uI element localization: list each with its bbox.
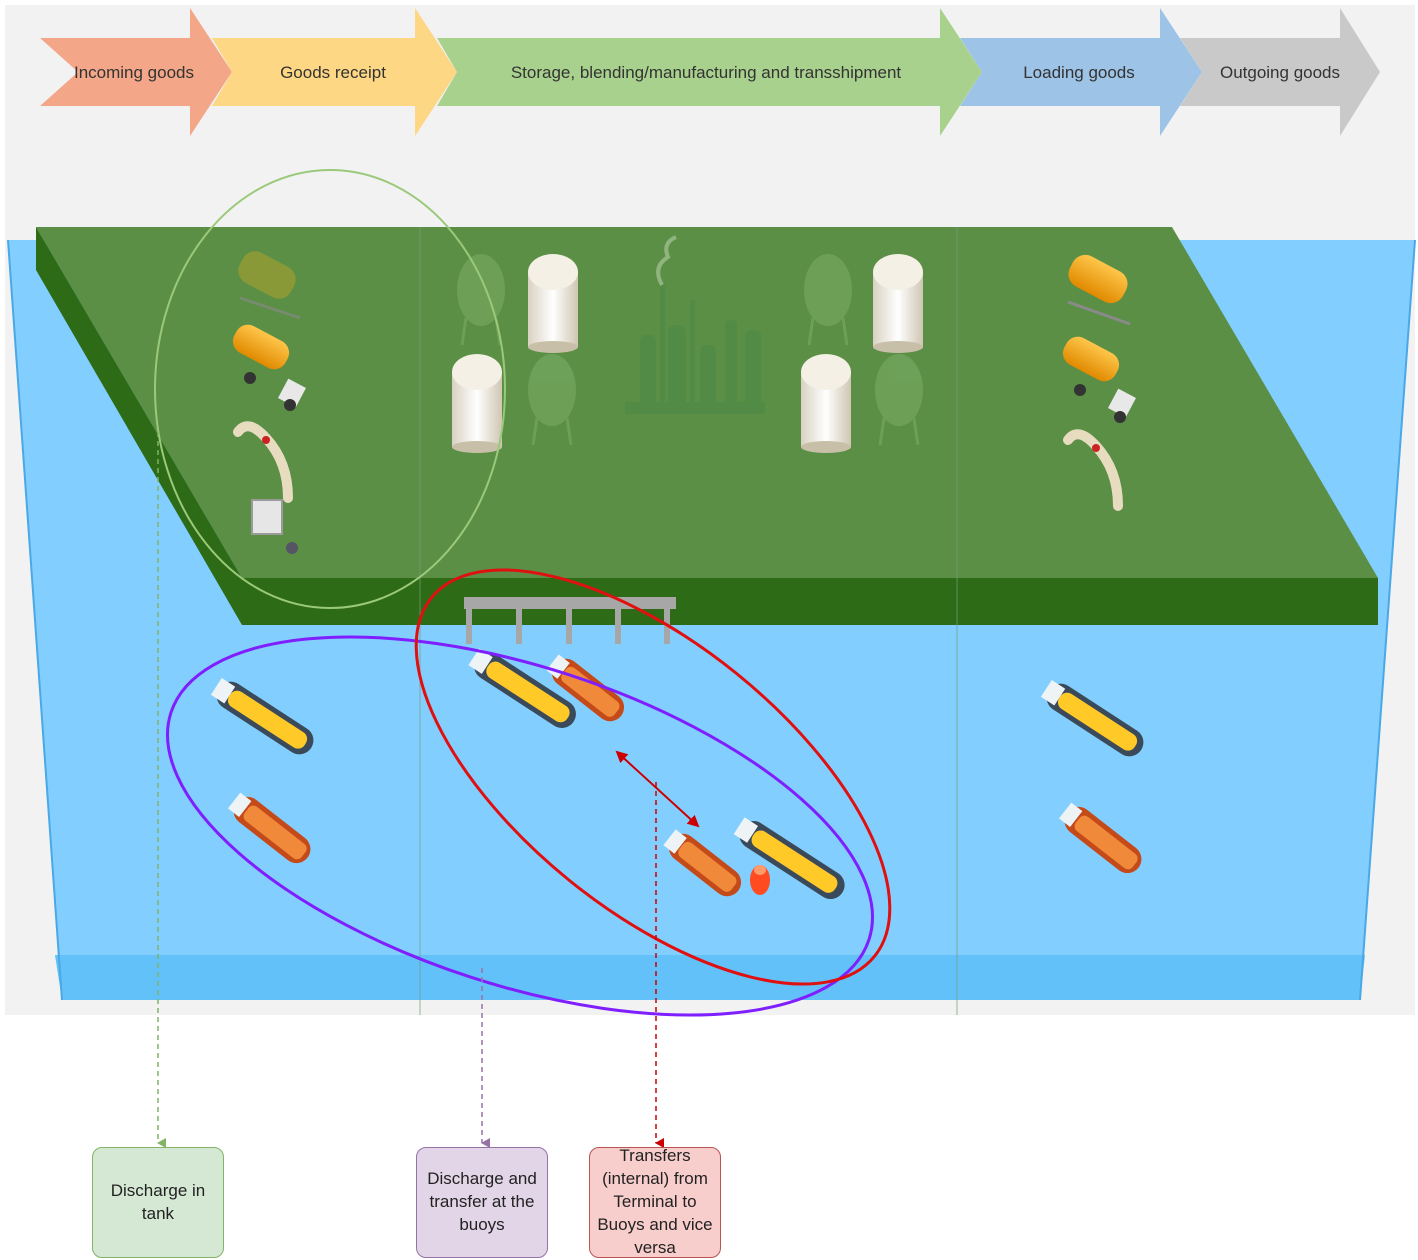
pipeline-icon (233, 421, 293, 503)
chevron-incoming-goods (40, 8, 232, 136)
ibc-container-icon (251, 499, 298, 554)
sphere-tank-icon (528, 354, 576, 446)
callout-discharge-transfer-buoys: Discharge and transfer at the buoys (416, 1147, 548, 1258)
chevron-label-storage: Storage, blending/manufacturing and tran… (511, 63, 902, 82)
chevron-outgoing-goods (1180, 8, 1380, 136)
chevron-label-incoming-goods: Incoming goods (74, 63, 194, 82)
tanker-ship-icon (468, 648, 576, 728)
chemical-tanker-icon (663, 829, 742, 897)
transfer-highlight-ellipse (414, 568, 892, 986)
callout-discharge-in-tank: Discharge in tank (92, 1147, 224, 1258)
chevron-label-loading-goods: Loading goods (1023, 63, 1135, 82)
callout-label: Discharge in tank (110, 1180, 206, 1223)
pipeline-icon (1063, 429, 1123, 511)
callout-internal-transfers: Transfers (internal) from Terminal to Bu… (589, 1146, 721, 1258)
tanker-ship-icon (733, 817, 845, 900)
chevron-label-outgoing-goods: Outgoing goods (1220, 63, 1340, 82)
chemical-tanker-icon (1059, 802, 1142, 874)
storage-tank-icon (528, 254, 578, 353)
chemical-tanker-icon (228, 792, 311, 864)
refinery-icon (625, 235, 765, 414)
sphere-tank-icon (875, 354, 923, 446)
storage-tank-icon (801, 354, 851, 453)
buoy-icon (750, 865, 770, 895)
sphere-tank-icon (804, 254, 852, 346)
chevron-goods-receipt (212, 8, 457, 136)
storage-tank-icon (452, 354, 502, 453)
tanker-ship-icon (1040, 680, 1144, 757)
goods-receipt-highlight-circle (154, 169, 506, 609)
storage-tank-icon (873, 254, 923, 353)
rail-tank-car-icon (238, 251, 301, 320)
tanker-truck-icon (232, 324, 306, 411)
transfer-double-arrow (615, 750, 700, 828)
chevron-loading-goods (960, 8, 1202, 136)
process-chevrons: Incoming goods Goods receipt Storage, bl… (40, 8, 1380, 136)
tanker-truck-icon (1062, 336, 1136, 423)
tanker-ship-icon (210, 678, 314, 755)
chevron-label-goods-receipt: Goods receipt (280, 63, 386, 82)
storage-tanks (452, 254, 923, 453)
rail-tank-car-icon (1067, 254, 1131, 326)
faded-sphere-tanks (457, 254, 923, 446)
buoys-highlight-ellipse (166, 635, 874, 1017)
callout-label: Discharge and transfer at the buoys (427, 1169, 537, 1234)
callout-label: Transfers (internal) from Terminal to Bu… (597, 1146, 713, 1257)
chevron-storage (437, 8, 982, 136)
